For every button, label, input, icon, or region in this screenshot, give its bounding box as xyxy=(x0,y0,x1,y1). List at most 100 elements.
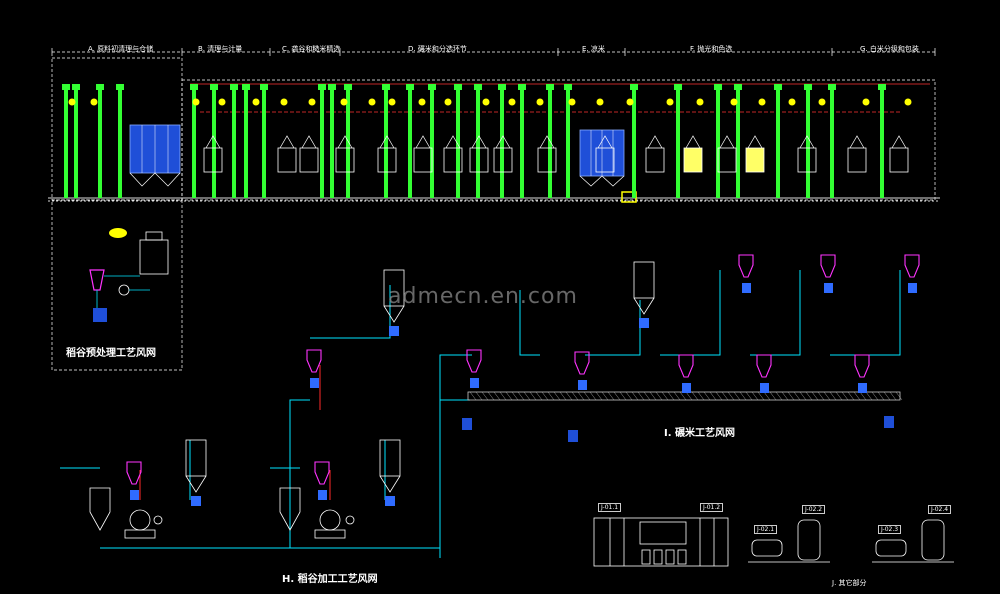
bucket-elevator xyxy=(320,88,324,198)
control-cabinet xyxy=(593,517,729,567)
equipment-frame xyxy=(190,83,930,113)
elevator-head xyxy=(406,84,414,90)
cyclone xyxy=(306,349,322,373)
elevator-head xyxy=(190,84,198,90)
preclean-network xyxy=(89,228,169,322)
section-dimension-line xyxy=(51,48,936,56)
bucket-elevator xyxy=(98,88,102,198)
bucket-elevator xyxy=(192,88,196,198)
machine-hopper xyxy=(471,135,487,149)
cyclone xyxy=(126,461,142,485)
process-machine xyxy=(889,147,909,173)
machine-hopper xyxy=(539,135,555,149)
junction-node xyxy=(388,98,396,106)
collection-bin xyxy=(682,383,691,393)
bucket-elevator xyxy=(776,88,780,198)
junction-node xyxy=(904,98,912,106)
milling-network-caption: I. 碾米工艺风网 xyxy=(664,428,736,439)
collection-bin xyxy=(578,380,587,390)
junction-node xyxy=(482,98,490,106)
collection-bin xyxy=(130,490,139,500)
collection-bin xyxy=(824,283,833,293)
storage-bins xyxy=(129,124,637,203)
bucket-elevator xyxy=(118,88,122,198)
bucket-elevator xyxy=(212,88,216,198)
machine-hopper xyxy=(337,135,353,149)
bag-filter xyxy=(383,269,405,307)
bucket-elevator xyxy=(806,88,810,198)
collection-bin xyxy=(470,378,479,388)
process-machine xyxy=(745,147,765,173)
bucket-elevator xyxy=(736,88,740,198)
bucket-elevator xyxy=(676,88,680,198)
elevator-head xyxy=(210,84,218,90)
air-ducts xyxy=(60,270,901,558)
machine-hopper xyxy=(719,135,735,149)
bucket-elevator xyxy=(500,88,504,198)
bag-filter xyxy=(379,439,401,477)
collection-bin xyxy=(908,283,917,293)
filter-hopper xyxy=(633,297,655,315)
cyclone xyxy=(678,354,694,378)
process-machine xyxy=(469,147,489,173)
bucket-elevator xyxy=(330,88,334,198)
machine-hopper xyxy=(747,135,763,149)
elevator-head xyxy=(454,84,462,90)
cyclone xyxy=(904,254,920,278)
bucket-elevator xyxy=(830,88,834,198)
junction-node xyxy=(862,98,870,106)
elevator-head xyxy=(318,84,326,90)
junction-node xyxy=(536,98,544,106)
tag-compressor-1: J-02.1 xyxy=(754,525,778,534)
junction-node xyxy=(340,98,348,106)
elevator-head xyxy=(518,84,526,90)
junction-node xyxy=(68,98,76,106)
elevator-head xyxy=(72,84,80,90)
husking-machines xyxy=(89,487,355,539)
cyclone xyxy=(738,254,754,278)
bucket-elevator xyxy=(476,88,480,198)
bucket-elevator xyxy=(548,88,552,198)
section-e-label: E. 凉米 xyxy=(582,45,605,53)
elevator-head xyxy=(96,84,104,90)
junction-node xyxy=(818,98,826,106)
elevator-head xyxy=(428,84,436,90)
elevator-head xyxy=(734,84,742,90)
elevator-head xyxy=(828,84,836,90)
elevator-head xyxy=(474,84,482,90)
junction-node xyxy=(308,98,316,106)
machine-hopper xyxy=(279,135,295,149)
machine-hopper xyxy=(495,135,511,149)
section-c-label: C. 砻谷和糙米精选 xyxy=(282,45,341,53)
section-a-label: A. 原料初清理与仓储 xyxy=(88,45,154,53)
bucket-elevator xyxy=(384,88,388,198)
elevator-head xyxy=(328,84,336,90)
filter-bin xyxy=(191,496,201,506)
process-machine xyxy=(299,147,319,173)
junction-node xyxy=(508,98,516,106)
bucket-elevator xyxy=(880,88,884,198)
process-machine xyxy=(277,147,297,173)
bucket-elevator xyxy=(408,88,412,198)
junction-node xyxy=(596,98,604,106)
elevator-head xyxy=(230,84,238,90)
machine-hopper xyxy=(849,135,865,149)
elevator-head xyxy=(116,84,124,90)
preclean-network-caption: 稻谷预处理工艺风网 xyxy=(66,348,156,359)
machine-hopper xyxy=(891,135,907,149)
filter-hopper xyxy=(185,475,207,493)
machine-hopper xyxy=(301,135,317,149)
floor-lines xyxy=(48,197,940,202)
process-machine xyxy=(645,147,665,173)
machine-hopper xyxy=(205,135,221,149)
cyclone xyxy=(820,254,836,278)
bucket-elevator xyxy=(262,88,266,198)
junction-node xyxy=(568,98,576,106)
cyclone xyxy=(574,351,590,375)
process-machine xyxy=(413,147,433,173)
tag-compressor-3: J-02.3 xyxy=(878,525,902,534)
elevator-head xyxy=(382,84,390,90)
bucket-elevator xyxy=(566,88,570,198)
collection-bin xyxy=(310,378,319,388)
filter-bin xyxy=(639,318,649,328)
